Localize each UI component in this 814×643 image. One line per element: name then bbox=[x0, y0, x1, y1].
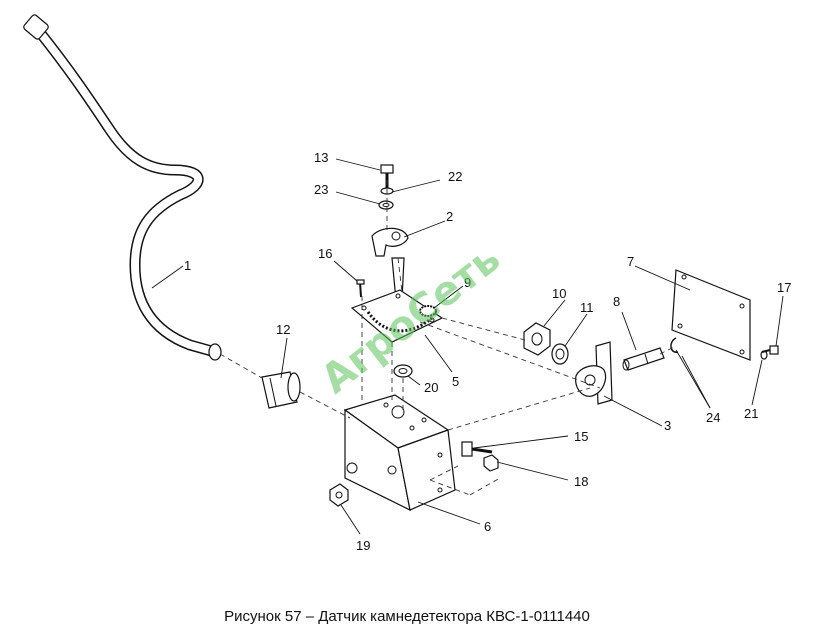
callout-2: 2 bbox=[446, 209, 453, 224]
callout-13: 13 bbox=[314, 150, 328, 165]
callout-22: 22 bbox=[448, 169, 462, 184]
part-9-gear bbox=[419, 305, 437, 317]
callout-15: 15 bbox=[574, 429, 588, 444]
part-19-nut bbox=[329, 483, 349, 507]
callout-6: 6 bbox=[484, 519, 491, 534]
callout-20: 20 bbox=[424, 380, 438, 395]
part-23-washer bbox=[378, 200, 394, 210]
exploded-parts-diagram: 1 2 3 24 5 6 7 8 9 10 11 12 13 15 16 17 … bbox=[23, 14, 791, 553]
callout-18: 18 bbox=[574, 474, 588, 489]
part-16-screw bbox=[356, 279, 365, 298]
callout-3: 3 bbox=[664, 418, 671, 433]
callout-9: 9 bbox=[464, 275, 471, 290]
callout-17: 17 bbox=[777, 280, 791, 295]
part-18-nut bbox=[483, 454, 499, 472]
part-2-lever bbox=[371, 227, 409, 301]
leader-lines bbox=[151, 158, 784, 535]
callout-21: 21 bbox=[744, 406, 758, 421]
part-10-nut bbox=[523, 322, 551, 356]
part-17-screw bbox=[761, 345, 779, 355]
part-11-ring bbox=[551, 343, 569, 365]
callout-24: 24 bbox=[706, 410, 720, 425]
callout-11: 11 bbox=[580, 300, 594, 315]
callout-16: 16 bbox=[318, 246, 332, 261]
part-20-seal bbox=[393, 364, 413, 378]
part-6-body bbox=[343, 394, 456, 512]
callout-5: 5 bbox=[452, 374, 459, 389]
callout-19: 19 bbox=[356, 538, 370, 553]
part-8-pin bbox=[622, 347, 665, 371]
figure-caption: Рисунок 57 – Датчик камнедетектора КВС-1… bbox=[224, 608, 590, 625]
part-7-cover bbox=[671, 269, 751, 361]
callout-7: 7 bbox=[627, 254, 634, 269]
assembly-lines bbox=[219, 180, 677, 496]
callout-1: 1 bbox=[184, 258, 191, 273]
part-15-bolt bbox=[461, 441, 493, 457]
callout-labels: 1 2 3 24 5 6 7 8 9 10 11 12 13 15 16 17 … bbox=[184, 150, 791, 553]
callout-12: 12 bbox=[276, 322, 290, 337]
part-13-bolt bbox=[380, 164, 394, 190]
callout-8: 8 bbox=[613, 294, 620, 309]
callout-10: 10 bbox=[552, 286, 566, 301]
callout-23: 23 bbox=[314, 182, 328, 197]
part-24-clip bbox=[670, 337, 679, 353]
part-3-bracket bbox=[575, 341, 613, 405]
part-12-fitting bbox=[261, 371, 301, 409]
part-1-cable bbox=[23, 14, 222, 361]
